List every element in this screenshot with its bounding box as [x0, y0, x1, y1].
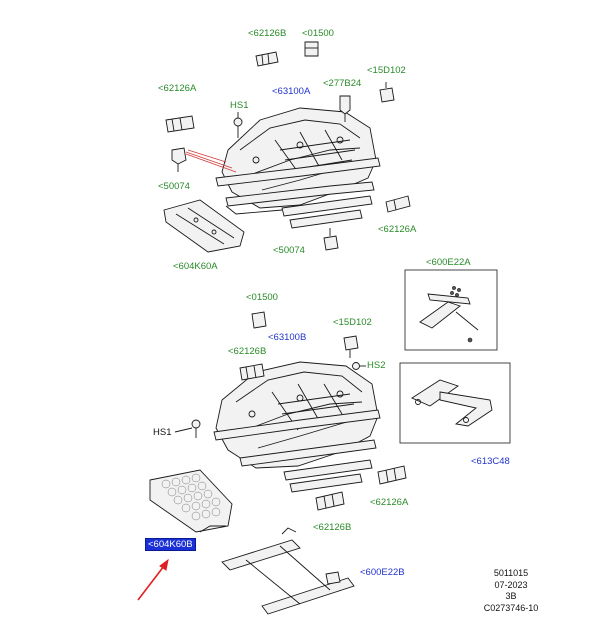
part-277b24 [339, 95, 351, 122]
label-62126b-top[interactable]: <62126B [248, 28, 287, 39]
label-15d102-top[interactable]: <15D102 [367, 65, 406, 76]
meta-line-3: 3B [505, 591, 517, 601]
label-600e22a[interactable]: <600E22A [426, 257, 471, 268]
hs1-bolt-bottom [174, 419, 201, 438]
label-613c48[interactable]: <613C48 [471, 456, 510, 467]
red-arrow-icon [137, 558, 169, 601]
cover-62126a-left [165, 115, 195, 133]
frame-600e22b [221, 527, 355, 615]
cover-62126a-right [385, 195, 411, 213]
meta-line-1: 5011015 [493, 568, 529, 578]
label-62126b-mid[interactable]: <62126B [228, 346, 267, 357]
box-600e22a [404, 269, 498, 351]
label-62126a-right[interactable]: <62126A [378, 224, 417, 235]
label-hs1-top[interactable]: HS1 [230, 100, 249, 111]
drawing-metadata: 5011015 07-2023 3B C0273746-10 [476, 568, 546, 614]
box-613c48 [399, 362, 511, 444]
hs1-bolt-top [233, 112, 243, 138]
label-01500-bottom[interactable]: <01500 [246, 292, 278, 303]
part-50074-left [171, 147, 237, 173]
seat-frame-63100b [213, 361, 381, 493]
cover-62126b-top [255, 51, 279, 67]
sensor-15d102-top [379, 82, 395, 103]
label-600e22b[interactable]: <600E22B [360, 567, 405, 578]
label-hs2[interactable]: HS2 [367, 360, 386, 371]
cover-62126a-bottom [377, 465, 407, 485]
meta-line-4: C0273746-10 [483, 602, 539, 613]
clip-01500-top [304, 41, 319, 57]
label-63100b[interactable]: <63100B [268, 332, 307, 343]
label-hs1-bottom[interactable]: HS1 [153, 427, 172, 438]
label-62126a-top[interactable]: <62126A [158, 83, 197, 94]
part-50074-bottom [323, 228, 339, 251]
label-50074-bottom[interactable]: <50074 [273, 245, 305, 256]
bracket-604k60a [163, 199, 245, 253]
label-15d102-bottom[interactable]: <15D102 [333, 317, 372, 328]
clip-01500-bottom [251, 311, 267, 329]
seat-frame-63100a [215, 107, 381, 229]
label-01500-top[interactable]: <01500 [302, 28, 334, 39]
cover-62126b-mid [239, 363, 265, 381]
meta-line-2: 07-2023 [494, 579, 528, 590]
label-277b24[interactable]: <277B24 [323, 78, 362, 89]
sensor-15d102-bottom [343, 335, 359, 358]
label-50074-left[interactable]: <50074 [158, 181, 190, 192]
mat-604k60b [149, 469, 233, 533]
cover-62126b-bottom [315, 491, 345, 511]
label-62126a-bottom[interactable]: <62126A [370, 497, 409, 508]
label-604k60a[interactable]: <604K60A [173, 261, 218, 272]
label-63100a[interactable]: <63100A [272, 86, 311, 97]
label-604k60b-highlighted[interactable]: <604K60B [145, 538, 196, 551]
hs2-bolt [352, 362, 366, 370]
label-62126b-bottom[interactable]: <62126B [313, 522, 352, 533]
